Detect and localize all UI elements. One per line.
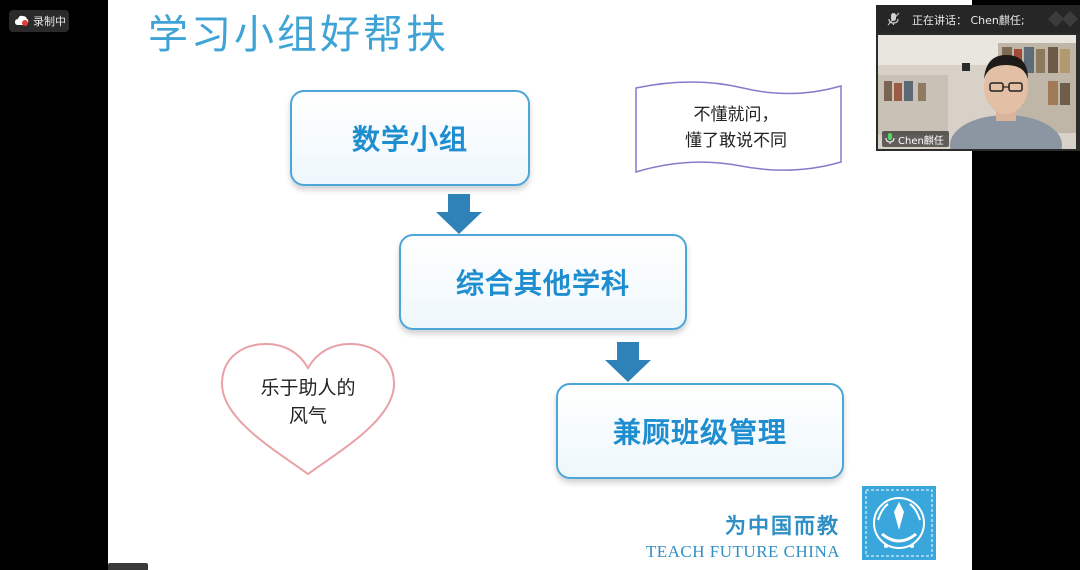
slide-title: 学习小组好帮扶 xyxy=(148,12,449,58)
participant-video-feed xyxy=(878,35,1076,149)
participant-name-tag: Chen麒任 xyxy=(882,131,949,147)
active-speaker-text: 正在讲话： Chen麒任; xyxy=(912,14,1025,27)
tfc-logo-icon xyxy=(862,486,936,560)
panel-controls-icon[interactable] xyxy=(1048,9,1078,29)
math-group-box: 数学小组 xyxy=(290,90,530,186)
down-arrow-icon xyxy=(605,342,651,382)
participant-video[interactable]: Chen麒任 xyxy=(878,35,1076,149)
bottom-toolbar-handle[interactable] xyxy=(108,563,148,570)
note-line-1: 不懂就问， xyxy=(693,105,779,125)
brand-name-cn: 为中国而教 xyxy=(725,513,840,538)
note-shape xyxy=(635,81,842,174)
cloud-record-icon xyxy=(15,15,29,26)
heart-line-2: 风气 xyxy=(288,405,327,427)
participant-name: Chen麒任 xyxy=(898,135,944,147)
note-text: 不懂就问， 懂了敢说不同 xyxy=(633,102,839,154)
mic-active-icon xyxy=(885,133,895,144)
active-speaker-bar: 正在讲话： Chen麒任; xyxy=(876,5,1080,33)
down-arrow-icon xyxy=(436,194,482,234)
heart-text: 乐于助人的 风气 xyxy=(226,374,390,430)
presentation-slide: 学习小组好帮扶 数学小组 综合其他学科 兼顾班级管理 不懂就问， 懂了敢说不同 … xyxy=(108,0,972,570)
microphone-icon xyxy=(887,12,900,26)
other-subjects-box: 综合其他学科 xyxy=(399,234,687,330)
class-management-box: 兼顾班级管理 xyxy=(556,383,844,479)
heart-shape xyxy=(220,342,396,476)
recording-indicator[interactable]: 录制中 xyxy=(9,10,69,32)
heart-line-1: 乐于助人的 xyxy=(260,377,356,399)
video-panel[interactable]: 正在讲话： Chen麒任; xyxy=(876,5,1080,151)
brand-name-en: TEACH FUTURE CHINA xyxy=(645,542,840,561)
recording-label: 录制中 xyxy=(33,15,66,28)
note-line-2: 懂了敢说不同 xyxy=(685,131,787,151)
